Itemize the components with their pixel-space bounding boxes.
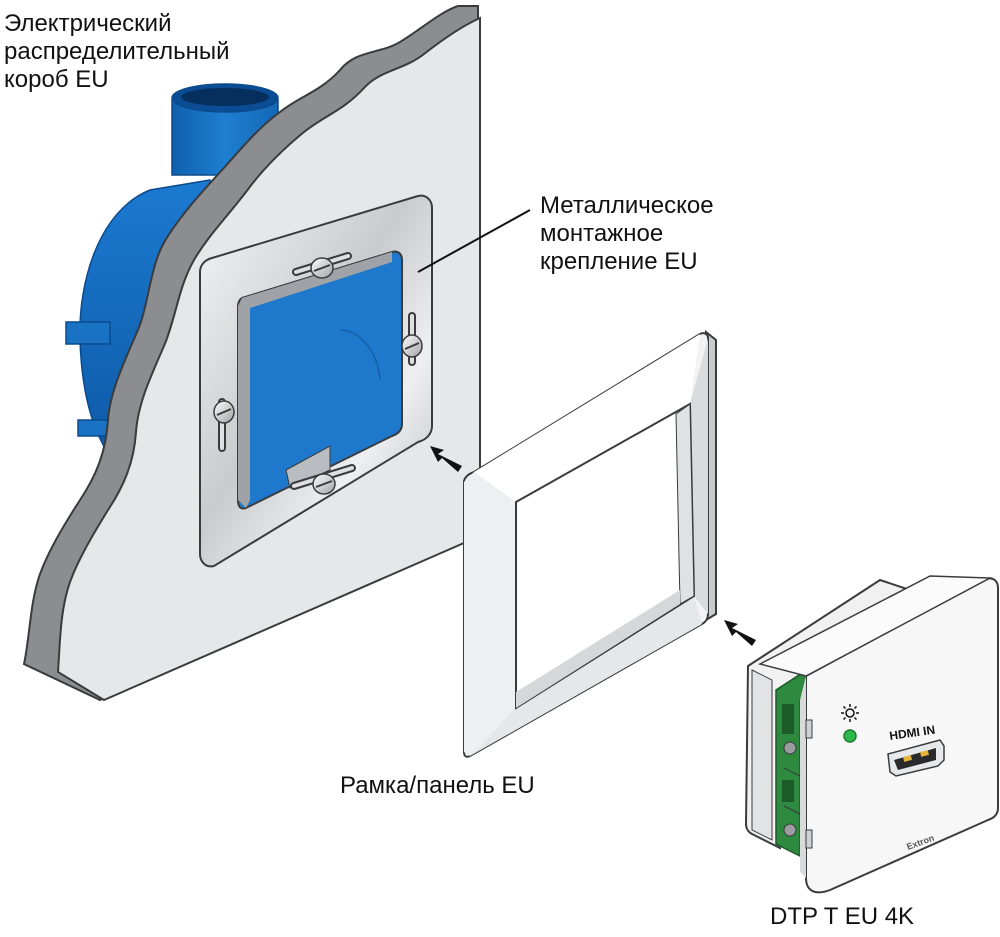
junction-box-label: Электрический распределительный короб EU <box>4 10 230 94</box>
junction-box-label-line-3: короб EU <box>4 66 109 93</box>
junction-box-label-line-2: распределительный <box>4 38 230 65</box>
screw-bottom <box>312 473 336 495</box>
hdmi-port <box>887 739 945 777</box>
pcb-knob <box>783 741 797 755</box>
pcb-knob <box>783 823 797 837</box>
mounting-bracket-label: Металлическое монтажное крепление EU <box>540 192 714 276</box>
screw-left <box>213 400 235 424</box>
bracket-leader-line <box>417 209 531 273</box>
device-label-text: DTP T EU 4K <box>770 903 915 930</box>
install-arrow-icon <box>430 446 462 472</box>
mounting-bracket-label-line-1: Металлическое <box>540 192 714 219</box>
dtp-device: HDMI IN Extron <box>744 575 999 894</box>
junction-box-label-line-1: Электрический <box>4 10 172 37</box>
install-arrow-icon <box>724 620 756 646</box>
screw-top <box>310 257 334 279</box>
mounting-bracket-label-line-3: крепление EU <box>540 248 698 275</box>
device-label: DTP T EU 4K <box>770 903 914 931</box>
bracket-screws <box>213 257 423 495</box>
status-led <box>843 729 857 743</box>
screw-right <box>401 334 423 358</box>
sun-icon <box>841 704 859 722</box>
faceplate-label-text: Рамка/панель EU <box>340 772 535 799</box>
faceplate-frame <box>463 329 717 758</box>
faceplate-label: Рамка/панель EU <box>340 772 535 800</box>
mounting-bracket-label-line-2: монтажное <box>540 220 664 247</box>
hdmi-port-label: HDMI IN <box>888 723 936 743</box>
metal-mounting-bracket <box>199 194 433 568</box>
